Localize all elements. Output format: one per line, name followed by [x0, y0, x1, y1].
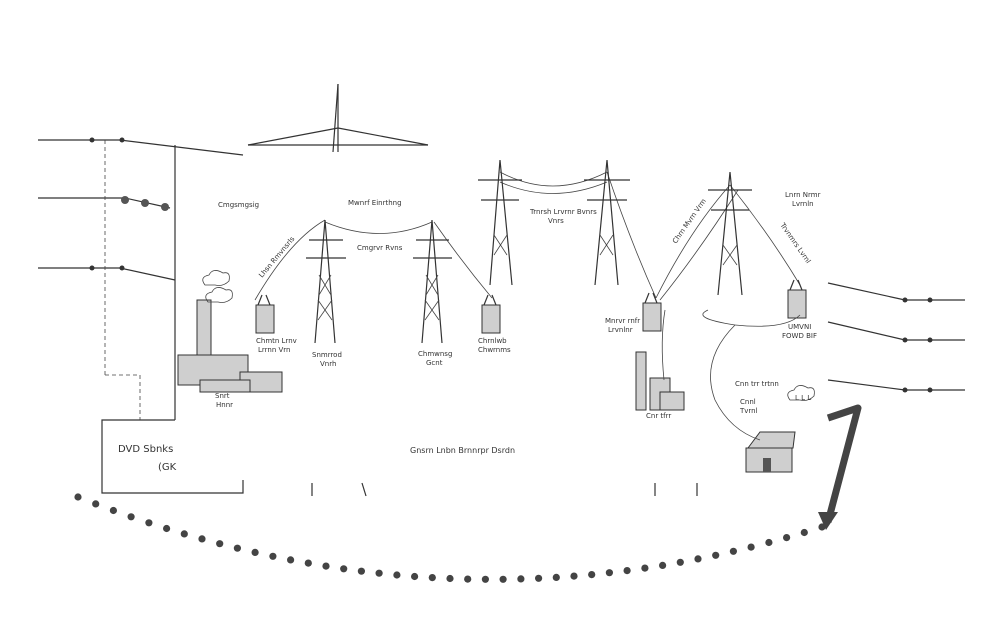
label-xfmr1-a: Chmtn Lrnv — [256, 337, 297, 345]
tower-2 — [413, 219, 452, 344]
path-dot — [251, 548, 259, 557]
path-dot — [446, 574, 454, 583]
dotted-return-path — [74, 493, 826, 583]
path-dot — [659, 561, 667, 570]
path-dot — [180, 530, 188, 538]
right-feeder-lines — [827, 282, 965, 393]
path-dot — [109, 506, 117, 515]
path-dot — [676, 558, 684, 566]
path-dot — [535, 574, 543, 582]
label-cloud: L L L — [795, 394, 811, 402]
path-dot — [216, 540, 224, 548]
path-dot — [747, 543, 755, 551]
path-dot — [127, 513, 135, 521]
path-dot — [74, 493, 82, 501]
path-dot — [605, 569, 614, 577]
factory — [635, 351, 685, 411]
label-plant-b: Hnnr — [216, 401, 233, 409]
label-tower1-b: Vnrh — [320, 360, 336, 368]
label-line-a: Lhsn Rmvnsrls — [257, 235, 296, 279]
path-dot — [198, 535, 206, 543]
label-xfmr3-b: Lrvnlnr — [608, 326, 633, 334]
path-dot — [641, 564, 649, 572]
path-dot — [552, 573, 560, 582]
transmission-wires — [254, 171, 801, 301]
path-dot — [233, 544, 241, 552]
path-dot — [623, 567, 631, 575]
path-dot — [287, 556, 295, 564]
transformer-3 — [642, 292, 662, 332]
bottom-ticks — [311, 482, 698, 497]
label-box-title: DVD Sbnks — [118, 444, 173, 455]
tower-1 — [306, 219, 346, 344]
tower-5 — [708, 171, 752, 296]
label-house-b: Tvrnl — [739, 407, 758, 415]
label-tower2-b: Gcnt — [426, 359, 443, 367]
path-dot — [357, 567, 365, 575]
label-xfmr3-a: Mnrvr rnfr — [605, 317, 640, 325]
label-span: Cmgrvr Rvns — [357, 244, 403, 252]
path-dot — [304, 559, 312, 567]
left-feeder-lines — [38, 137, 244, 420]
bottom-left-box — [101, 419, 244, 494]
path-dot — [393, 571, 401, 579]
path-dot — [322, 562, 330, 570]
path-dot — [818, 523, 826, 531]
label-substation-top: Trnrsh Lrvrnr Bvnrs — [529, 208, 597, 216]
label-substation-top-2: Vnrs — [548, 217, 564, 225]
path-dot — [163, 524, 171, 533]
path-dot — [783, 534, 791, 542]
tower-4 — [584, 159, 630, 286]
label-xfmr4-b: FOWD BIF — [782, 332, 817, 340]
label-plant-a: Snrt — [215, 392, 230, 400]
path-dot — [340, 565, 348, 573]
path-dot — [570, 572, 578, 580]
path-dot — [694, 555, 702, 563]
tower-3 — [478, 159, 522, 286]
distribution-wires — [661, 309, 801, 441]
label-tower1-a: Snmrrod — [312, 351, 342, 359]
return-arrow — [818, 404, 862, 530]
label-far-top: Lnrn Nrmr — [785, 191, 821, 199]
top-mast — [247, 83, 429, 153]
label-factory: Cnr tfrr — [646, 412, 671, 420]
label-distribution: Cnn trr trtnn — [735, 380, 779, 388]
path-dot — [712, 551, 720, 559]
power-plant — [177, 270, 283, 393]
path-dot — [765, 538, 773, 547]
path-dot — [499, 575, 507, 583]
label-xfmr1-b: Lrrnn Vrn — [258, 346, 291, 354]
path-dot — [464, 575, 472, 583]
transformer-1 — [255, 294, 275, 334]
path-dot — [269, 552, 277, 560]
transformer-4 — [787, 279, 807, 319]
path-dot — [588, 571, 596, 579]
label-transmission: Mwnrf Einrthng — [348, 199, 402, 207]
transformer-2 — [481, 294, 501, 334]
path-dot — [800, 528, 808, 537]
label-xfmr2-b: Chwrnms — [478, 346, 511, 354]
path-dot — [92, 500, 100, 508]
label-tower2-a: Chmwnsg — [418, 350, 452, 358]
label-house-a: Cnnl — [740, 398, 756, 406]
path-dot — [428, 574, 436, 582]
path-dot — [517, 575, 525, 583]
label-generation: Cmgsmgsig — [218, 201, 259, 209]
label-bottom: Gnsrn Lnbn Brnnrpr Dsrdn — [410, 446, 515, 455]
house — [745, 385, 815, 473]
path-dot — [145, 519, 153, 527]
path-dot — [729, 547, 738, 555]
path-dot — [375, 569, 383, 577]
path-dot — [411, 572, 419, 581]
label-xfmr4-a: UMVNI — [788, 323, 811, 331]
label-far-top-2: Lvrnln — [792, 200, 814, 208]
label-box-sub: (GK — [158, 462, 177, 473]
label-xfmr2-a: Chrnlwb — [478, 337, 507, 345]
path-dot — [481, 575, 489, 583]
label-line-b: Chrn Mvrn Vrm — [671, 197, 708, 245]
